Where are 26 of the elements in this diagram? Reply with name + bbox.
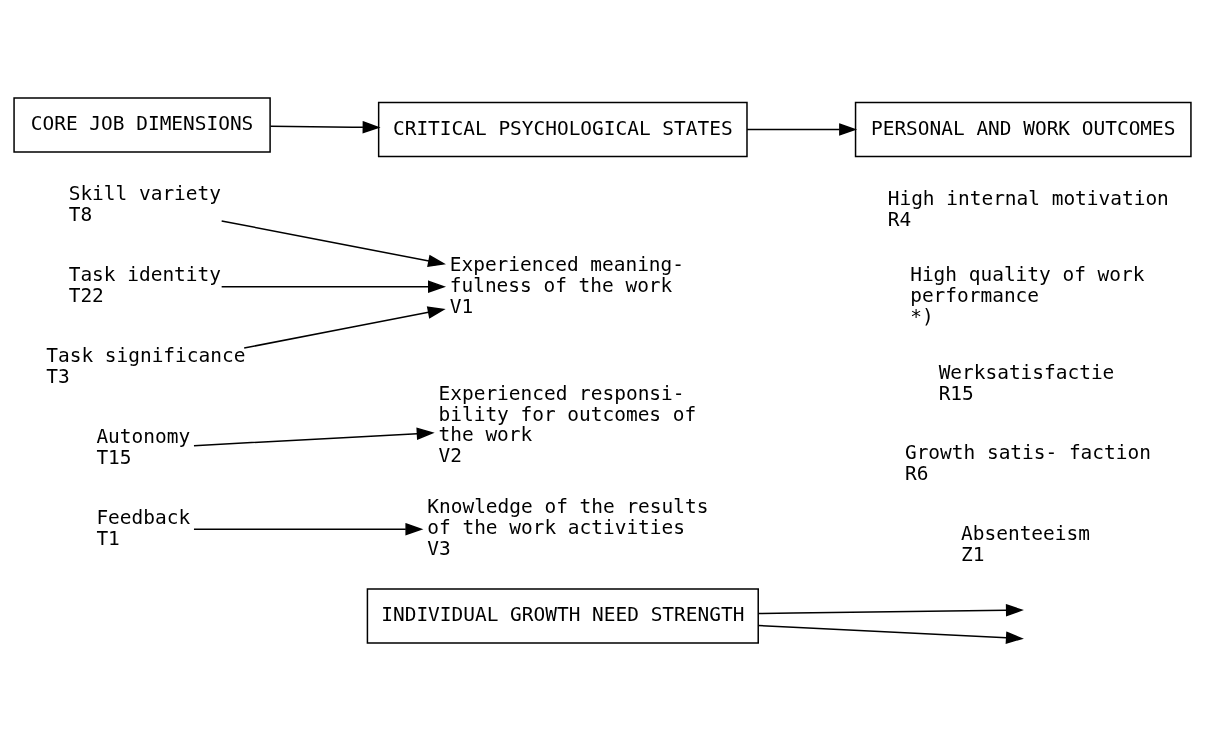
node-box: PERSONAL AND WORK OUTCOMES [854, 101, 1192, 158]
node-text: Absenteeism Z1 [961, 522, 1090, 567]
arrow [220, 220, 446, 268]
node-text: Experienced responsi- bility for outcomes of the work V2 [438, 381, 697, 468]
node-text: Autonomy T15 [96, 424, 191, 469]
node-text: High internal motivation R4 [887, 186, 1169, 231]
node-box: INDIVIDUAL GROWTH NEED STRENGTH [366, 588, 759, 644]
arrow [193, 522, 424, 536]
node-text: Growth satis- faction R6 [904, 441, 1151, 486]
node-text: Task significance T3 [46, 344, 246, 389]
node-box: CRITICAL PSYCHOLOGICAL STATES [377, 101, 748, 158]
arrow [220, 280, 446, 293]
node-text: Knowledge of the results of the work activities V3 [427, 495, 709, 561]
node-text: Experienced meaning- fulness of the work V1 [449, 252, 685, 318]
node-text: Werksatisfactie R15 [938, 360, 1115, 405]
node-box: CORE JOB DIMENSIONS [13, 97, 271, 153]
arrow [269, 121, 381, 134]
arrow [757, 603, 1024, 617]
node-text: Task identity T22 [68, 263, 221, 308]
arrow [757, 624, 1024, 645]
node-text: Skill variety T8 [68, 182, 221, 227]
arrow [193, 427, 435, 447]
node-text: Feedback T1 [96, 505, 191, 550]
arrow [746, 123, 858, 136]
node-text: High quality of work performance *) [910, 263, 1145, 329]
arrow [243, 306, 446, 349]
